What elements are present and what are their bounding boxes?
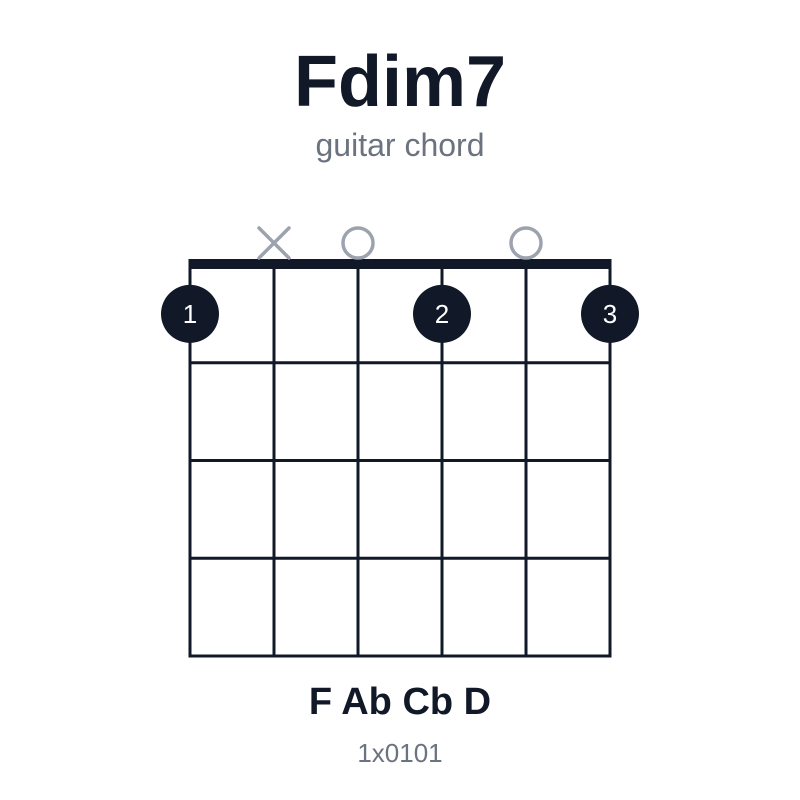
nut: [188, 259, 612, 269]
chord-title: Fdim7: [293, 42, 507, 122]
finger-dots: 1 2 3: [161, 284, 639, 343]
chord-notes: F Ab Cb D: [308, 681, 492, 723]
open-string-icon: [341, 226, 375, 260]
fingering-code: 1x0101: [357, 738, 443, 768]
finger-number: 2: [435, 299, 449, 329]
muted-string-icon: [257, 226, 291, 260]
finger-number: 3: [603, 299, 617, 329]
finger-number: 1: [183, 299, 197, 329]
finger-dot: [161, 284, 219, 343]
fretboard-grid: [188, 259, 612, 658]
string-markers: [257, 226, 543, 260]
finger-dot: [413, 284, 471, 343]
finger-dot: [581, 284, 639, 343]
chord-subtitle: guitar chord: [315, 127, 485, 163]
open-string-icon: [509, 226, 543, 260]
